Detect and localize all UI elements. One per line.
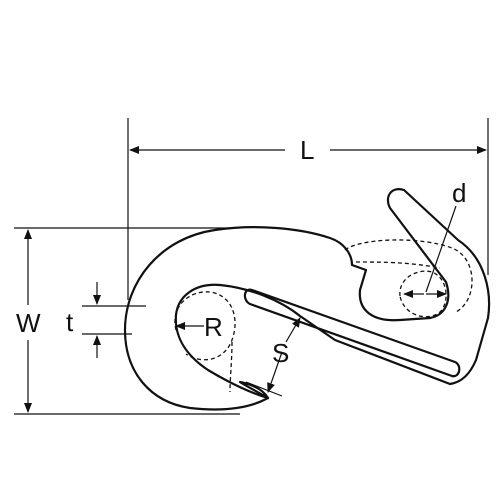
width-label: W — [16, 308, 41, 338]
s-extension — [245, 381, 283, 397]
hook-outer-outline — [123, 188, 491, 411]
diameter-label: d — [452, 178, 466, 208]
latch-bar — [243, 288, 461, 378]
thickness-label: t — [66, 307, 74, 337]
hidden-pin-hole — [344, 239, 473, 313]
radius-label: R — [204, 312, 223, 342]
hidden-inner-radius — [174, 291, 236, 361]
length-label: L — [300, 135, 314, 165]
hidden-upper-slot — [355, 261, 441, 269]
s-dimension-line-lower — [267, 351, 283, 393]
opening-label: S — [272, 338, 289, 368]
hidden-slot-edge — [229, 341, 233, 393]
hook-tip — [238, 380, 270, 400]
s-dimension-line-upper — [285, 317, 301, 343]
d-leader — [425, 205, 457, 293]
